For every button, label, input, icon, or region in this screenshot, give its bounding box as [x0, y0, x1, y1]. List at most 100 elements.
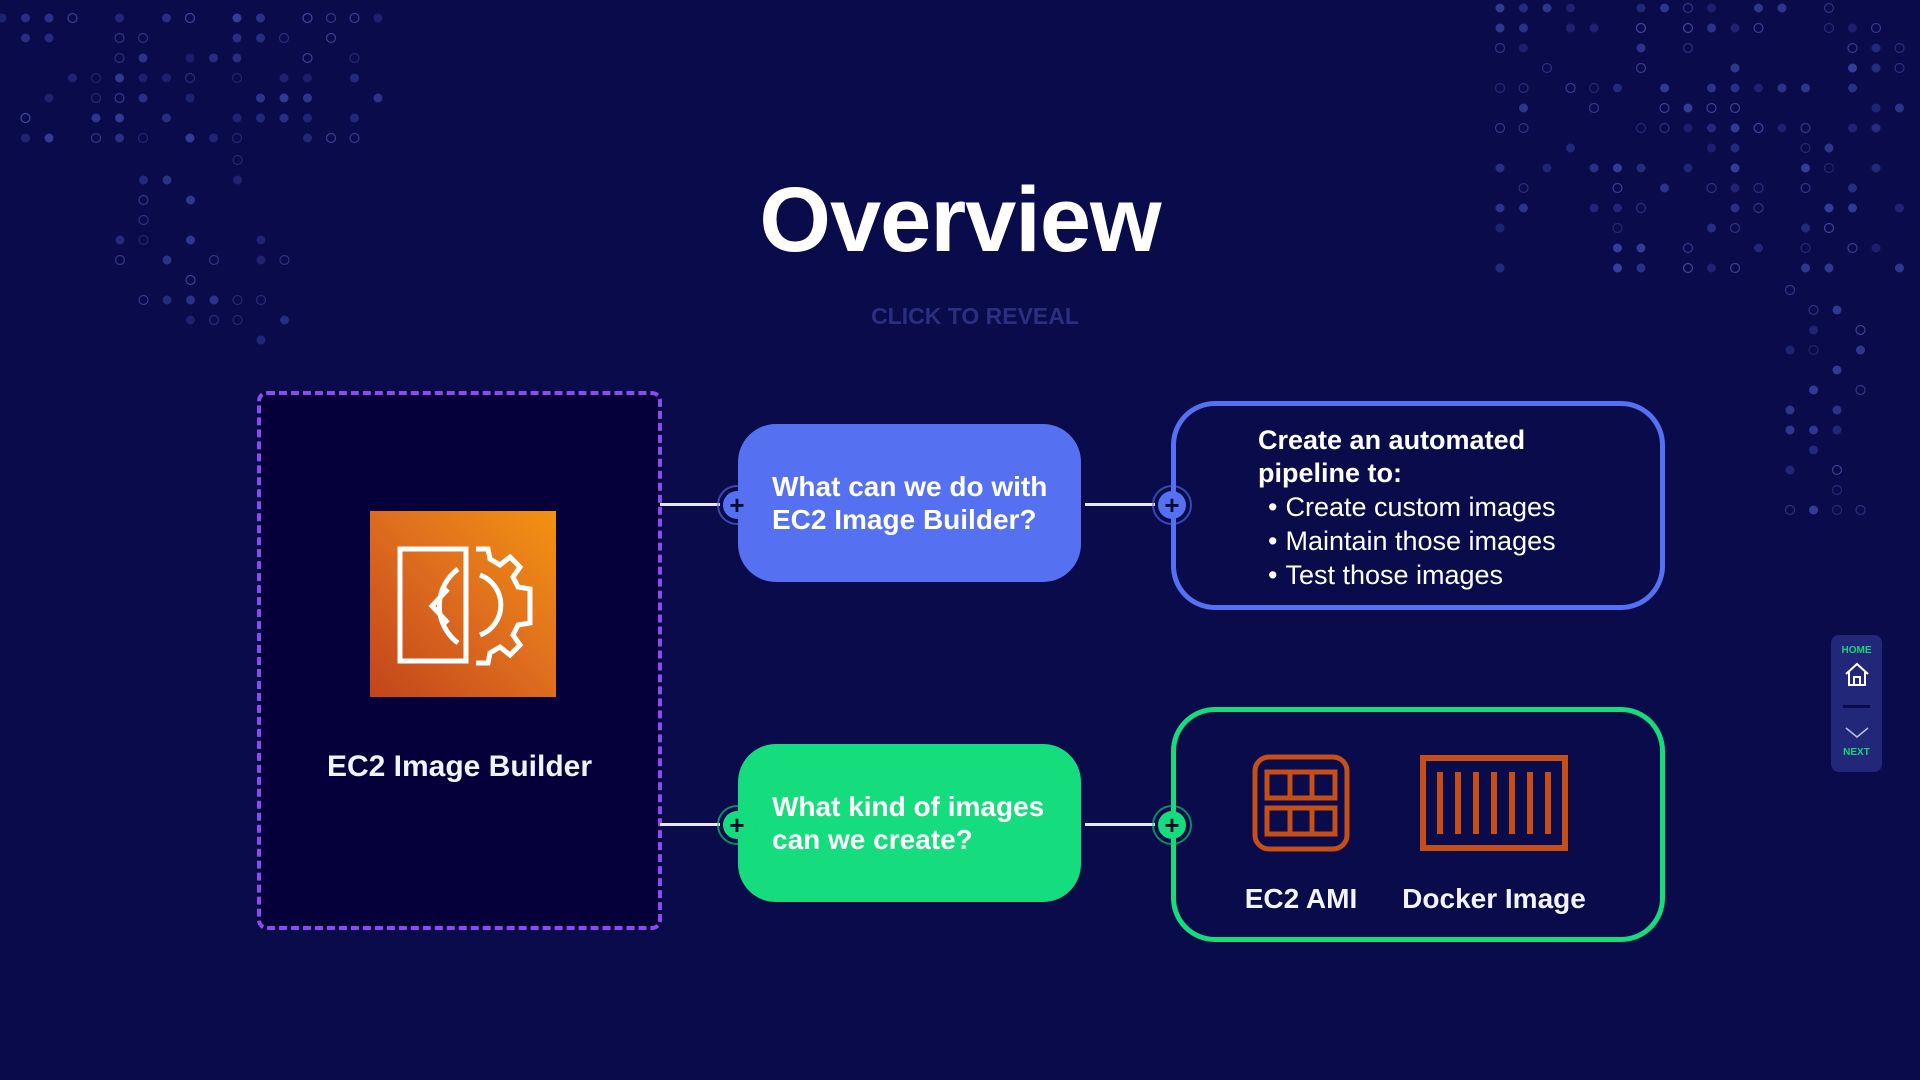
heading-line: Create an automated	[1258, 425, 1526, 455]
next-button[interactable]	[1844, 723, 1870, 743]
decorative-dot	[1683, 163, 1693, 173]
decorative-dot	[1565, 82, 1576, 94]
decorative-dot	[1831, 484, 1843, 496]
decorative-dot	[208, 254, 220, 266]
decorative-dot	[1824, 263, 1834, 273]
decorative-dot	[1519, 23, 1528, 33]
decorative-dot	[1566, 23, 1575, 33]
decorative-dot	[1707, 3, 1716, 13]
decorative-dot	[1660, 3, 1669, 13]
decorative-dot	[1848, 203, 1857, 213]
decorative-dot	[1823, 222, 1835, 234]
question-line: What can we do with	[772, 471, 1048, 502]
decorative-dot	[1871, 243, 1881, 253]
decorative-dot	[1682, 42, 1694, 54]
decorative-dot	[325, 132, 337, 144]
decorative-dot	[138, 214, 149, 226]
decorative-dot	[44, 13, 54, 23]
decorative-dot	[44, 93, 54, 103]
decorative-dot	[1801, 83, 1810, 93]
decorative-dot	[1682, 242, 1694, 254]
decorative-dot	[302, 12, 313, 24]
decorative-dot	[350, 113, 359, 123]
decorative-dot	[1495, 23, 1505, 33]
decorative-dot	[1848, 123, 1857, 133]
decorative-dot	[1707, 263, 1716, 273]
decorative-dot	[20, 112, 31, 124]
decorative-dot	[303, 93, 312, 103]
decorative-dot	[1612, 182, 1623, 194]
decorative-dot	[1801, 223, 1810, 233]
decorative-dot	[232, 53, 242, 63]
decorative-dot	[1495, 263, 1505, 273]
decorative-dot	[303, 73, 312, 83]
decorative-dot	[279, 113, 289, 123]
decorative-dot	[1871, 43, 1881, 53]
expand-node-plus-icon[interactable]: +	[717, 485, 757, 525]
decorative-dot	[1777, 83, 1787, 93]
decorative-dot	[1635, 202, 1647, 214]
question-what-can-we-do[interactable]: What can we do with EC2 Image Builder?	[738, 424, 1081, 582]
decorative-dot	[1636, 3, 1646, 13]
decorative-dot	[1753, 182, 1764, 194]
decorative-dot	[21, 133, 30, 143]
decorative-dot	[1495, 3, 1505, 13]
decorative-dot	[1800, 242, 1811, 254]
decorative-dot	[1848, 63, 1857, 73]
decorative-dot	[1831, 504, 1843, 516]
decorative-dot	[1495, 223, 1505, 233]
decorative-dot	[1856, 345, 1865, 355]
decorative-dot	[1848, 83, 1857, 93]
decorative-dot	[186, 195, 195, 205]
decorative-dot	[185, 274, 196, 286]
decorative-dot	[184, 12, 196, 24]
question-what-kind-of-images[interactable]: What kind of images can we create?	[738, 744, 1081, 902]
decorative-dot	[1785, 465, 1795, 475]
home-button[interactable]	[1844, 661, 1870, 687]
decorative-dot	[114, 52, 125, 64]
home-label: HOME	[1841, 645, 1872, 656]
decorative-dot	[303, 113, 312, 123]
decorative-dot	[67, 12, 78, 24]
decorative-dot	[303, 133, 312, 143]
decorative-dot	[1823, 22, 1835, 34]
decorative-dot	[1753, 202, 1764, 214]
home-icon	[1845, 662, 1869, 686]
page-title: Overview	[759, 169, 1161, 271]
image-type-docker: Docker Image	[1394, 754, 1594, 915]
decorative-dot	[1518, 122, 1529, 134]
decorative-dot	[1832, 365, 1842, 375]
decorative-dot	[162, 13, 171, 23]
connector-line	[1085, 503, 1155, 506]
decorative-dot	[1800, 122, 1811, 134]
next-label: NEXT	[1843, 747, 1870, 758]
expand-node-plus-icon[interactable]: +	[717, 805, 757, 845]
expand-node-plus-icon[interactable]: +	[1152, 485, 1192, 525]
decorative-dot	[91, 113, 101, 123]
decorative-dot	[1809, 325, 1818, 335]
decorative-dot	[1809, 505, 1818, 515]
decorative-dot	[1855, 384, 1866, 396]
click-to-reveal-button[interactable]: CLICK TO REVEAL	[871, 303, 1079, 329]
decorative-dot	[1895, 263, 1904, 273]
decorative-dot	[1847, 42, 1858, 54]
decorative-dot	[1777, 123, 1787, 133]
decorative-dot	[1613, 83, 1622, 93]
decorative-dot	[1707, 223, 1716, 233]
decorative-dot	[44, 33, 54, 43]
decorative-dot	[162, 73, 171, 83]
decorative-dot	[1754, 243, 1763, 253]
decorative-dot	[1729, 262, 1741, 274]
decorative-dot	[1706, 182, 1717, 194]
connector-line	[1085, 823, 1155, 826]
container-icon	[1420, 755, 1568, 851]
decorative-dot	[1707, 23, 1716, 33]
expand-node-plus-icon[interactable]: +	[1152, 805, 1192, 845]
decorative-dot	[1635, 22, 1647, 34]
decorative-dot	[1636, 43, 1646, 53]
decorative-dot	[1518, 182, 1529, 194]
chevron-down-icon	[1845, 727, 1869, 738]
decorative-dot	[1707, 123, 1716, 133]
decorative-dot	[1809, 445, 1818, 455]
decorative-dot	[1824, 203, 1834, 213]
